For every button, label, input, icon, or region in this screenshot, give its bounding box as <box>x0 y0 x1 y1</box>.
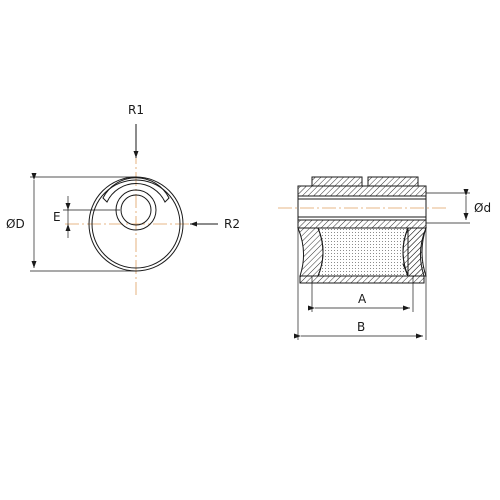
a-label: A <box>358 292 367 306</box>
e-arrow-top <box>65 203 71 210</box>
lower-tube-section <box>297 219 427 229</box>
e-label: E <box>53 210 61 224</box>
inner-sleeve-bore-circle <box>120 194 152 226</box>
id-label: Ød <box>474 201 491 215</box>
side-view: Ød A B <box>278 176 491 340</box>
top-flange-section <box>297 185 427 197</box>
outer-sleeve-left <box>297 227 324 277</box>
b-label: B <box>357 320 365 334</box>
od-label: ØD <box>6 217 25 231</box>
top-cap-left <box>311 176 363 187</box>
front-view: R1 R2 ØD E <box>6 103 240 295</box>
outer-sleeve-inner-circle <box>91 179 181 269</box>
rubber-body <box>317 227 409 277</box>
e-arrow-bottom <box>65 224 71 231</box>
bottom-sleeve-section <box>299 275 425 284</box>
r2-label: R2 <box>224 217 240 231</box>
top-cap-right <box>367 176 419 187</box>
rubber-void-arc <box>102 177 170 203</box>
r1-label: R1 <box>128 103 144 117</box>
